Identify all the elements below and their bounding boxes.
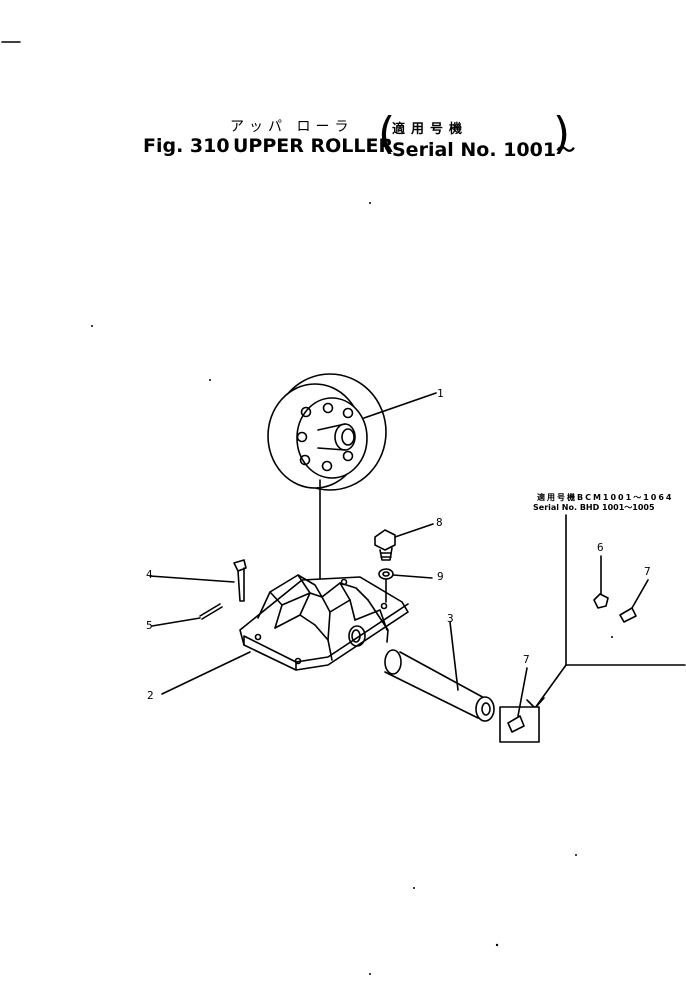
- callout-9: 9: [437, 570, 444, 583]
- shaft-part: [384, 649, 495, 722]
- figure-title: UPPER ROLLER: [233, 135, 394, 157]
- cotter-pin-part: [199, 603, 223, 620]
- left-paren: (: [378, 108, 396, 159]
- title-japanese: アッパ ローラ: [230, 119, 354, 135]
- callout-3: 3: [447, 612, 454, 625]
- subnote-serial: Serial No. BHD 1001～1005: [533, 503, 655, 512]
- inset-detail: [526, 514, 686, 709]
- callout-4: 4: [146, 568, 153, 581]
- grease-fitting-box: [499, 667, 540, 743]
- callout-6: 6: [597, 541, 604, 554]
- figure-label: Fig. 310: [143, 135, 230, 157]
- washer-part: [378, 568, 394, 580]
- applicability-japanese: 適用号機: [392, 122, 469, 137]
- serial-range: Serial No. 1001～: [392, 139, 576, 161]
- pin-part: [233, 559, 247, 602]
- subnote-japanese: 適用号機BCM1001～1064: [537, 493, 674, 502]
- callout-2: 2: [147, 689, 154, 702]
- bracket-part: [239, 574, 409, 671]
- callout-5: 5: [146, 619, 153, 632]
- callout-7-box: 7: [523, 653, 530, 666]
- roller-wheel-part: [267, 373, 387, 491]
- callout-8: 8: [436, 516, 443, 529]
- callout-7-inset: 7: [644, 565, 651, 578]
- callout-1: 1: [437, 387, 444, 400]
- bolt-part: [374, 529, 396, 561]
- right-paren: ): [553, 108, 571, 159]
